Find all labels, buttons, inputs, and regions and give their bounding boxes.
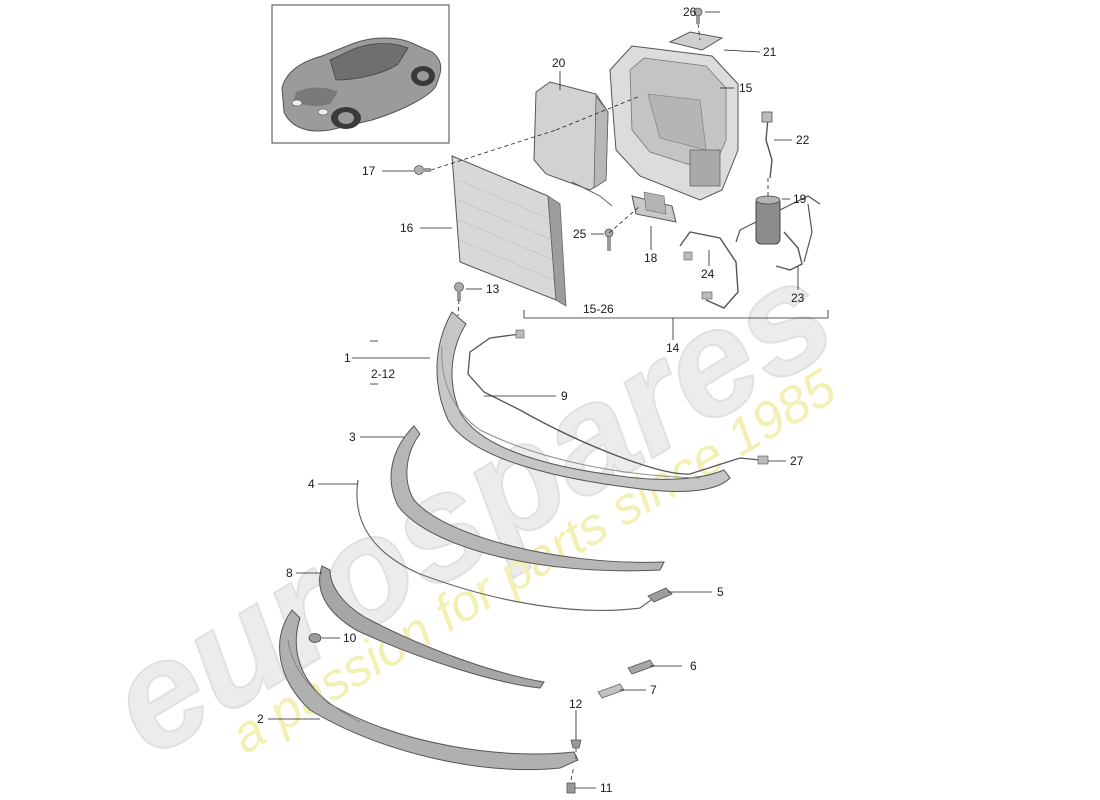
car-icon: [281, 37, 442, 132]
callout-11: 11: [600, 781, 613, 795]
callout-3: 3: [349, 430, 356, 444]
part-5-clip: [647, 587, 673, 603]
callout-17: 17: [362, 164, 376, 178]
part-2-spoiler-lip: [279, 609, 579, 771]
callout-13: 13: [486, 282, 500, 296]
part-20-control-module: [533, 81, 613, 207]
vehicle-thumbnail: [271, 4, 450, 144]
callout-22: 22: [796, 133, 810, 147]
callout-19: 19: [793, 192, 807, 206]
part-13-bolt: [454, 282, 464, 301]
watermark-brand: eurospares: [80, 227, 860, 788]
part-10-nut: [308, 633, 322, 643]
callout-range-15-26: 15-26: [583, 302, 614, 316]
callout-7: 7: [650, 683, 657, 697]
callout-14: 14: [666, 341, 680, 355]
callout-21: 21: [763, 45, 777, 59]
callout-12: 12: [569, 697, 583, 711]
callout-4: 4: [308, 477, 315, 491]
assembly-dashed-lines: [430, 23, 769, 781]
part-7-reflector: [597, 683, 625, 699]
callout-2: 2: [257, 712, 264, 726]
callout-10: 10: [343, 631, 357, 645]
callout-8: 8: [286, 566, 293, 580]
part-23-hose: [775, 203, 813, 271]
part-3-grille-strip: [390, 425, 665, 572]
leader-lines: [268, 11, 829, 789]
callout-25: 25: [573, 227, 587, 241]
callout-6: 6: [690, 659, 697, 673]
part-4-seal: [356, 479, 663, 612]
part-15-housing: [609, 45, 739, 201]
part-25-bolt: [604, 228, 614, 251]
part-1-bumper-trim: [436, 311, 731, 492]
callout-24: 24: [701, 267, 715, 281]
watermark: eurospares a passion for parts since 198…: [79, 226, 861, 789]
callout-18: 18: [644, 251, 658, 265]
callout-5: 5: [717, 585, 724, 599]
callout-26: 26: [683, 5, 697, 19]
callout-1: 1: [344, 351, 351, 365]
part-11-screw: [566, 782, 576, 794]
part-22-sensor-line: [761, 111, 773, 179]
part-8-lower-strip: [319, 565, 545, 689]
callout-15: 15: [739, 81, 753, 95]
callout-27: 27: [790, 454, 804, 468]
callout-range-2-12: 2-12: [371, 367, 395, 381]
callout-16: 16: [400, 221, 414, 235]
part-17-screw: [414, 165, 431, 175]
part-12-clip: [570, 739, 582, 749]
callout-9: 9: [561, 389, 568, 403]
part-26-bolt: [693, 7, 703, 24]
part-6-reflector: [627, 659, 655, 675]
part-21-cover: [668, 31, 724, 51]
part-9-wire: [467, 329, 769, 475]
part-19-canister: [735, 195, 821, 245]
callout-23: 23: [791, 291, 805, 305]
part-16-condenser: [451, 155, 567, 307]
part-24-wiring-harness: [679, 231, 739, 309]
callout-20: 20: [552, 56, 566, 70]
callout-labels: 26 21 20 15 22 17 19 16 25 18 24 23 13 1…: [257, 5, 810, 795]
part-18-bracket: [631, 191, 677, 223]
